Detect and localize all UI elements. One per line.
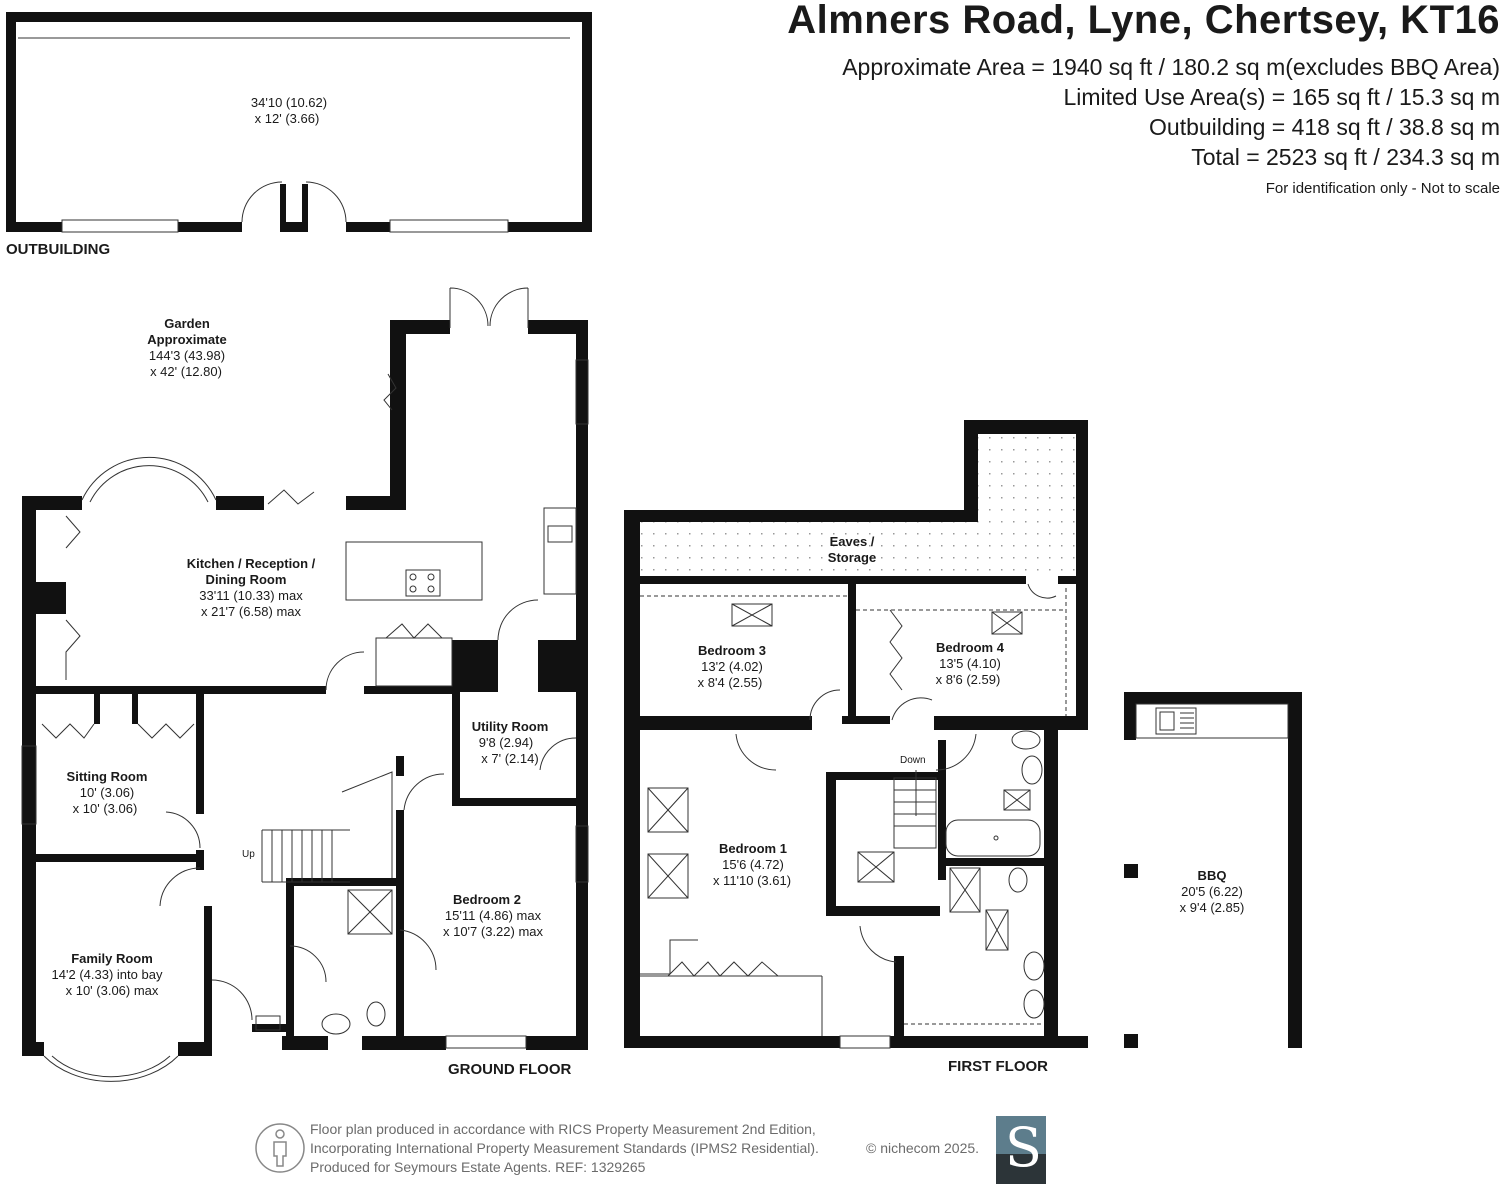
sitting-dim1: 10' (3.06)	[79, 785, 135, 800]
bedroom4-name: Bedroom 4	[936, 640, 1004, 655]
sitting-dim2: x 10' (3.06)	[72, 801, 138, 816]
outbuilding-area: Outbuilding = 418 sq ft / 38.8 sq m	[1149, 114, 1500, 140]
approximate-area: Approximate Area = 1940 sq ft / 180.2 sq…	[842, 54, 1500, 80]
ground-floor-label: GROUND FLOOR	[448, 1061, 572, 1078]
first-floor-plan	[624, 420, 1088, 1048]
bedroom3-dim2: x 8'4 (2.55)	[697, 675, 763, 690]
page-title: Almners Road, Lyne, Chertsey, KT16	[787, 0, 1500, 42]
first-floor-label: FIRST FLOOR	[948, 1058, 1048, 1075]
kitchen-name2: Dining Room	[205, 572, 287, 587]
outbuilding-plan	[6, 12, 592, 232]
bedroom2-dim1: 15'11 (4.86) max	[444, 908, 542, 923]
outbuilding-label: OUTBUILDING	[6, 241, 111, 258]
eaves-name1: Eaves /	[829, 534, 875, 549]
limited-use-area: Limited Use Area(s) = 165 sq ft / 15.3 s…	[1063, 84, 1500, 110]
bedroom4-dim2: x 8'6 (2.59)	[935, 672, 1001, 687]
bedroom1-name: Bedroom 1	[719, 841, 787, 856]
footer-copyright: © nichecom 2025.	[866, 1140, 980, 1156]
stairs-down-label: Down	[900, 755, 926, 766]
bbq-name: BBQ	[1197, 868, 1227, 883]
bedroom3-name: Bedroom 3	[698, 643, 766, 658]
ground-floor-plan	[22, 320, 588, 1056]
family-name: Family Room	[71, 951, 153, 966]
bedroom3-dim1: 13'2 (4.02)	[701, 659, 763, 674]
kitchen-dim2: x 21'7 (6.58) max	[200, 604, 302, 619]
kitchen-dim1: 33'11 (10.33) max	[199, 588, 303, 603]
utility-name: Utility Room	[471, 719, 549, 734]
eaves-name2: Storage	[827, 550, 877, 565]
bbq-dim1: 20'5 (6.22)	[1181, 884, 1243, 899]
outbuilding-dim2: x 12' (3.66)	[254, 111, 320, 126]
bedroom4-dim1: 13'5 (4.10)	[939, 656, 1001, 671]
bbq-dim2: x 9'4 (2.85)	[1179, 900, 1245, 915]
footer-line3: Produced for Seymours Estate Agents. REF…	[310, 1159, 646, 1175]
utility-dim1: 9'8 (2.94)	[478, 735, 534, 750]
bbq-plan	[1124, 692, 1302, 1048]
footer-line2: Incorporating International Property Mea…	[310, 1140, 819, 1156]
person-icon	[255, 1123, 305, 1173]
total-area: Total = 2523 sq ft / 234.3 sq m	[1191, 144, 1500, 170]
utility-dim2: x 7' (2.14)	[481, 751, 539, 766]
family-dim2: x 10' (3.06) max	[65, 983, 159, 998]
bedroom1-dim2: x 11'10 (3.61)	[712, 873, 792, 888]
garden-name1: Garden	[164, 316, 210, 331]
outbuilding-dim1: 34'10 (10.62)	[250, 95, 328, 110]
kitchen-name1: Kitchen / Reception /	[186, 556, 316, 571]
logo-letter: S	[1005, 1116, 1042, 1179]
garden-name2: Approximate	[147, 332, 227, 347]
footer-line1: Floor plan produced in accordance with R…	[310, 1121, 816, 1137]
family-dim1: 14'2 (4.33) into bay	[51, 967, 163, 982]
stairs-up-label: Up	[242, 849, 255, 860]
scale-note: For identification only - Not to scale	[1265, 180, 1500, 197]
garden-dim1: 144'3 (43.98)	[148, 348, 226, 363]
garden-dim2: x 42' (12.80)	[150, 364, 222, 379]
bedroom2-dim2: x 10'7 (3.22) max	[442, 924, 544, 939]
bedroom2-name: Bedroom 2	[453, 892, 521, 907]
bedroom1-dim1: 15'6 (4.72)	[722, 857, 784, 872]
seymours-logo	[996, 1116, 1046, 1184]
sitting-name: Sitting Room	[66, 769, 148, 784]
